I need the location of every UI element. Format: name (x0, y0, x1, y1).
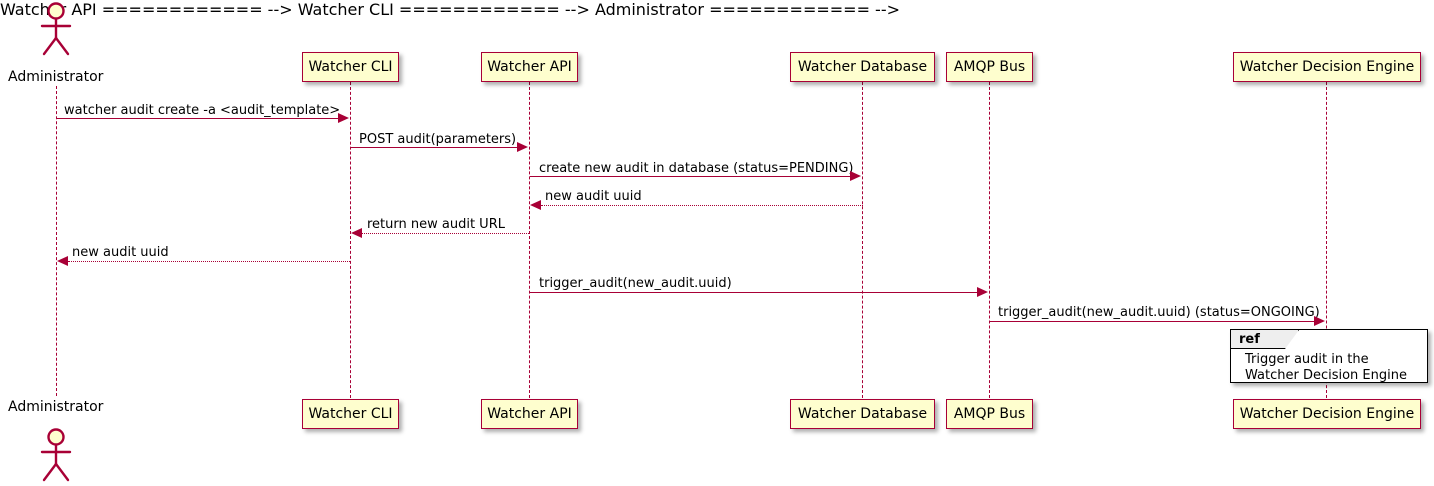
message-line-watcher-audit-create (57, 118, 338, 119)
lifeline-administrator (56, 86, 57, 396)
participant-watcher-api-top[interactable]: Watcher API (481, 52, 578, 82)
message-label-post-audit: POST audit(parameters) (359, 132, 517, 147)
message-line-new-audit-uuid-db (541, 205, 863, 206)
message-line-post-audit (351, 147, 517, 148)
participant-watcher-database-top[interactable]: Watcher Database (790, 52, 935, 82)
lifeline-amqp-bus (989, 82, 990, 398)
ref-fragment-line-2: Watcher Decision Engine (1245, 368, 1407, 383)
ref-fragment-tab: ref (1231, 330, 1299, 349)
message-label-watcher-audit-create: watcher audit create -a <audit_template> (64, 103, 341, 118)
message-label-trigger-audit-ongoing: trigger_audit(new_audit.uuid) (status=ON… (998, 305, 1320, 320)
arrow-head-left-m6 (57, 256, 68, 266)
participant-watcher-decision-engine-top[interactable]: Watcher Decision Engine (1233, 52, 1421, 82)
message-label-create-new-audit: create new audit in database (status=PEN… (539, 161, 854, 176)
arrow-head-right-m8 (1314, 316, 1325, 326)
participant-watcher-cli-top[interactable]: Watcher CLI (302, 52, 399, 82)
actor-administrator-bottom (40, 428, 72, 482)
message-line-trigger-audit-ongoing (990, 321, 1314, 322)
actor-administrator-top (40, 2, 72, 56)
ref-fragment-line-1: Trigger audit in the (1245, 352, 1369, 367)
participant-watcher-cli-bottom[interactable]: Watcher CLI (302, 399, 399, 429)
participant-watcher-api-bottom[interactable]: Watcher API (481, 399, 578, 429)
arrow-head-right-m3 (850, 171, 861, 181)
message-label-new-audit-uuid-db: new audit uuid (545, 189, 642, 204)
lifeline-watcher-decision-engine (1326, 82, 1327, 398)
arrow-head-right-m7 (977, 287, 988, 297)
arrow-head-left-m4 (530, 200, 541, 210)
arrow-head-right-m1 (338, 113, 349, 123)
participant-watcher-database-bottom[interactable]: Watcher Database (790, 399, 935, 429)
lifeline-watcher-database (862, 82, 863, 398)
actor-label-administrator-top: Administrator (8, 69, 104, 85)
message-label-new-audit-uuid-cli: new audit uuid (72, 245, 169, 260)
message-line-return-new-audit-url (362, 233, 529, 234)
participant-amqp-bus-top[interactable]: AMQP Bus (946, 52, 1033, 82)
lifeline-watcher-cli (350, 82, 351, 398)
arrow-head-left-m5 (351, 228, 362, 238)
message-line-trigger-audit (530, 292, 977, 293)
message-label-trigger-audit: trigger_audit(new_audit.uuid) (539, 276, 732, 291)
participant-amqp-bus-bottom[interactable]: AMQP Bus (946, 399, 1033, 429)
arrow-head-right-m2 (517, 142, 528, 152)
actor-label-administrator-bottom: Administrator (8, 399, 104, 415)
message-line-create-new-audit (530, 176, 850, 177)
lifeline-watcher-api (529, 82, 530, 398)
ref-fragment-trigger-audit[interactable]: ref Trigger audit in the Watcher Decisio… (1230, 329, 1428, 383)
participant-watcher-decision-engine-bottom[interactable]: Watcher Decision Engine (1233, 399, 1421, 429)
message-label-return-new-audit-url: return new audit URL (367, 217, 505, 232)
message-line-new-audit-uuid-cli (68, 261, 350, 262)
